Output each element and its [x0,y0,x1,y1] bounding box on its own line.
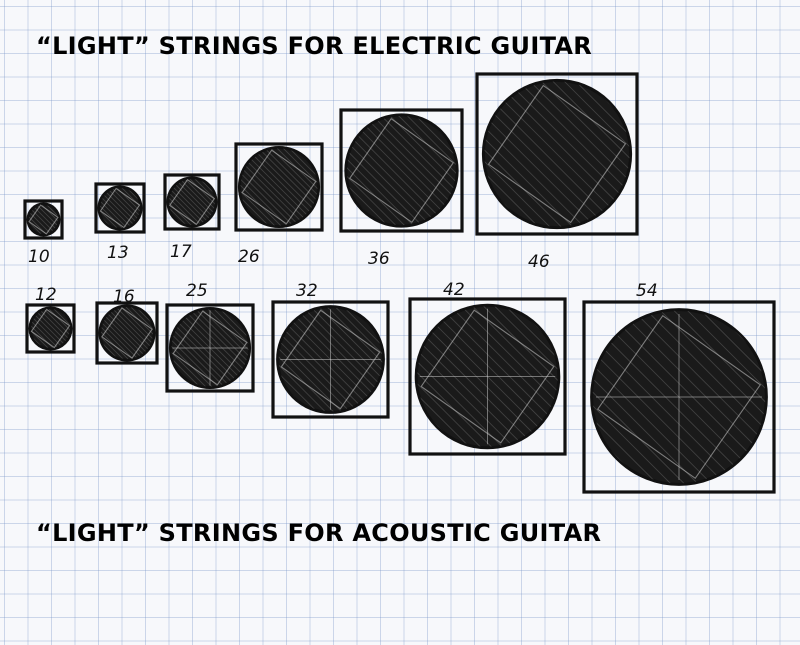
gauge-label: 25 [186,281,208,301]
gauge-inner-shape [280,309,381,410]
gauge-inner-shape [241,149,317,225]
electric-gauge-36: 36 [339,108,464,269]
gauge-label: 32 [296,281,318,301]
gauge-circle [166,176,218,228]
gauge-inner-shape [101,307,153,359]
gauge-label: 36 [368,249,390,269]
electric-strings-row: 10 13 17 26 36 46 [23,72,639,272]
electric-gauge-17: 17 [163,173,221,262]
electric-gauge-13: 13 [94,182,146,263]
title-acoustic: “LIGHT” STRINGS FOR ACOUSTIC GUITAR [36,519,602,547]
gauge-label: 42 [443,280,465,300]
acoustic-gauge-42: 42 [408,280,567,456]
gauge-square [582,300,776,494]
acoustic-gauge-12: 12 [25,285,76,354]
gauge-inner-shape [172,310,248,386]
acoustic-gauge-54: 54 [582,281,776,494]
gauge-inner-shape [168,178,216,226]
gauge-hatching [346,115,457,226]
gauge-inner-shape [420,309,555,444]
gauge-label: 26 [238,247,260,267]
electric-gauge-26: 26 [234,142,324,267]
gauge-label: 17 [170,242,192,262]
gauge-square [163,173,221,231]
gauge-label: 46 [528,252,550,272]
gauge-hatching [101,307,153,359]
gauge-square [94,182,146,234]
acoustic-strings-row: 12 16 25 32 42 54 [25,280,776,494]
gauge-inner-shape [596,314,762,480]
gauge-square [408,297,567,456]
gauge-hatching [484,81,630,227]
acoustic-gauge-16: 16 [95,287,159,365]
gauge-circle [97,185,143,231]
gauge-square [339,108,464,233]
gauge-inner-shape [28,204,59,235]
title-electric: “LIGHT” STRINGS FOR ELECTRIC GUITAR [36,32,593,60]
gauge-hatching [240,148,318,226]
gauge-inner-shape [487,84,627,224]
gauge-square [271,300,390,419]
gauge-square [23,199,64,240]
gauge-hatching [169,179,215,225]
gauge-label: 12 [35,285,57,305]
gauge-square [95,301,159,365]
electric-gauge-46: 46 [475,72,639,272]
acoustic-gauge-25: 25 [165,281,255,393]
gauge-circle [26,202,61,237]
gauge-label: 10 [28,247,50,267]
gauge-inner-shape [99,187,141,229]
gauge-square [165,303,255,393]
gauge-label: 16 [113,287,135,307]
acoustic-gauge-32: 32 [271,281,390,419]
gauge-square [25,303,76,354]
gauge-square [475,72,639,236]
electric-gauge-10: 10 [23,199,64,267]
gauge-label: 54 [636,281,658,301]
gauge-inner-shape [30,308,71,349]
gauge-circle [28,306,73,351]
gauge-inner-shape [348,117,455,224]
gauge-label: 13 [107,243,129,263]
gauge-square [234,142,324,232]
